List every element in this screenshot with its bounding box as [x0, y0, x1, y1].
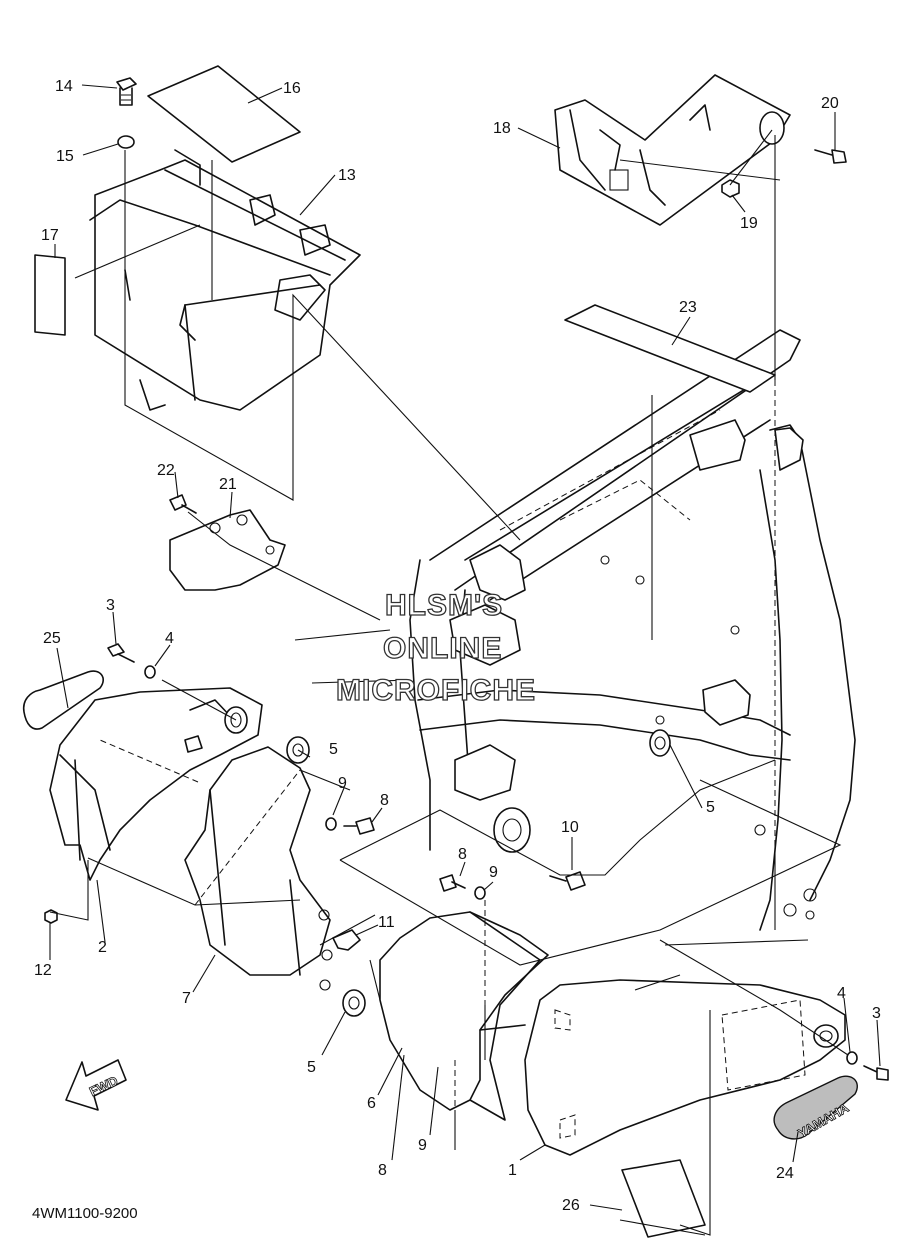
- bolt-8-a: [343, 817, 375, 835]
- callout-24: 24: [776, 1165, 794, 1182]
- leader-lines: [49, 84, 881, 1211]
- callout-21: 21: [219, 476, 237, 493]
- frame-structure: [409, 329, 856, 931]
- bolt-10: [549, 871, 586, 891]
- washer-9-b: [474, 886, 486, 900]
- watermark-line-3: MICROFICHE: [336, 674, 536, 707]
- washer-4-left: [144, 665, 156, 679]
- callout-9-a: 9: [338, 775, 347, 792]
- middle-cover-7: [184, 746, 333, 991]
- bolt-3-right: [863, 1065, 889, 1081]
- callout-3-right: 3: [872, 1005, 881, 1022]
- callout-4-left: 4: [165, 630, 174, 647]
- washer-4-right: [846, 1051, 858, 1065]
- watermark-line-1: HLSM'S: [385, 589, 503, 622]
- label-26: [621, 1159, 706, 1238]
- callout-5-right: 5: [706, 799, 715, 816]
- cover-1: [524, 979, 846, 1156]
- collar-15: [117, 135, 135, 149]
- callout-15: 15: [56, 148, 74, 165]
- callout-2: 2: [98, 939, 107, 956]
- callout-22: 22: [157, 462, 175, 479]
- bolt-14: [116, 77, 137, 106]
- callout-19: 19: [740, 215, 758, 232]
- callout-25: 25: [43, 630, 61, 647]
- callout-8-b: 8: [458, 846, 467, 863]
- phantom-lines: [49, 129, 849, 1236]
- nut-19: [721, 179, 740, 198]
- callout-13: 13: [338, 167, 356, 184]
- callout-26: 26: [562, 1197, 580, 1214]
- part-number-labels: 14 15 16 17 13 18 20 19 23 22 21 3 4 25 …: [34, 78, 881, 1214]
- bolt-22: [169, 494, 197, 514]
- watermark: HLSM'S ONLINE MICROFICHE: [335, 588, 536, 707]
- bracket-21: [169, 509, 286, 591]
- bolt-20: [814, 149, 847, 164]
- bolt-3-left: [107, 643, 135, 663]
- callout-17: 17: [41, 227, 59, 244]
- fuse-cover: [554, 74, 791, 226]
- battery-box: [89, 149, 361, 411]
- callout-11: 11: [378, 914, 395, 931]
- side-pad: [34, 254, 66, 336]
- callout-18: 18: [493, 120, 511, 137]
- callout-9-b: 9: [489, 864, 498, 881]
- callout-9-c: 9: [418, 1137, 427, 1154]
- callout-20: 20: [821, 95, 839, 112]
- callout-14: 14: [55, 78, 73, 95]
- watermark-line-2: ONLINE: [383, 632, 502, 665]
- grommet-5-lower: [342, 989, 366, 1017]
- callout-12: 12: [34, 962, 52, 979]
- callout-10: 10: [561, 819, 579, 836]
- callout-1: 1: [508, 1162, 517, 1179]
- callout-23: 23: [679, 299, 697, 316]
- bolt-8-b: [439, 874, 466, 892]
- strip-25: [22, 670, 104, 730]
- cover-6: [379, 911, 549, 1121]
- callout-3-left: 3: [106, 597, 115, 614]
- grommet-5-right: [649, 729, 671, 757]
- callout-8-c: 8: [378, 1162, 387, 1179]
- callout-16: 16: [283, 80, 301, 97]
- diagram-code: 4WM1100-9200: [32, 1205, 138, 1222]
- washer-9-a: [325, 817, 337, 831]
- callout-6: 6: [367, 1095, 376, 1112]
- pad-23: [564, 304, 776, 393]
- callout-8-a: 8: [380, 792, 389, 809]
- callout-5-center: 5: [329, 741, 338, 758]
- battery-pad: [147, 65, 301, 163]
- callout-4-right: 4: [837, 985, 846, 1002]
- fwd-arrow-icon: FWD: [65, 1059, 127, 1111]
- callout-7: 7: [182, 990, 191, 1007]
- clip-11: [332, 929, 361, 951]
- callout-5-lower: 5: [307, 1059, 316, 1076]
- yamaha-emblem: YAMAHA: [773, 1075, 858, 1141]
